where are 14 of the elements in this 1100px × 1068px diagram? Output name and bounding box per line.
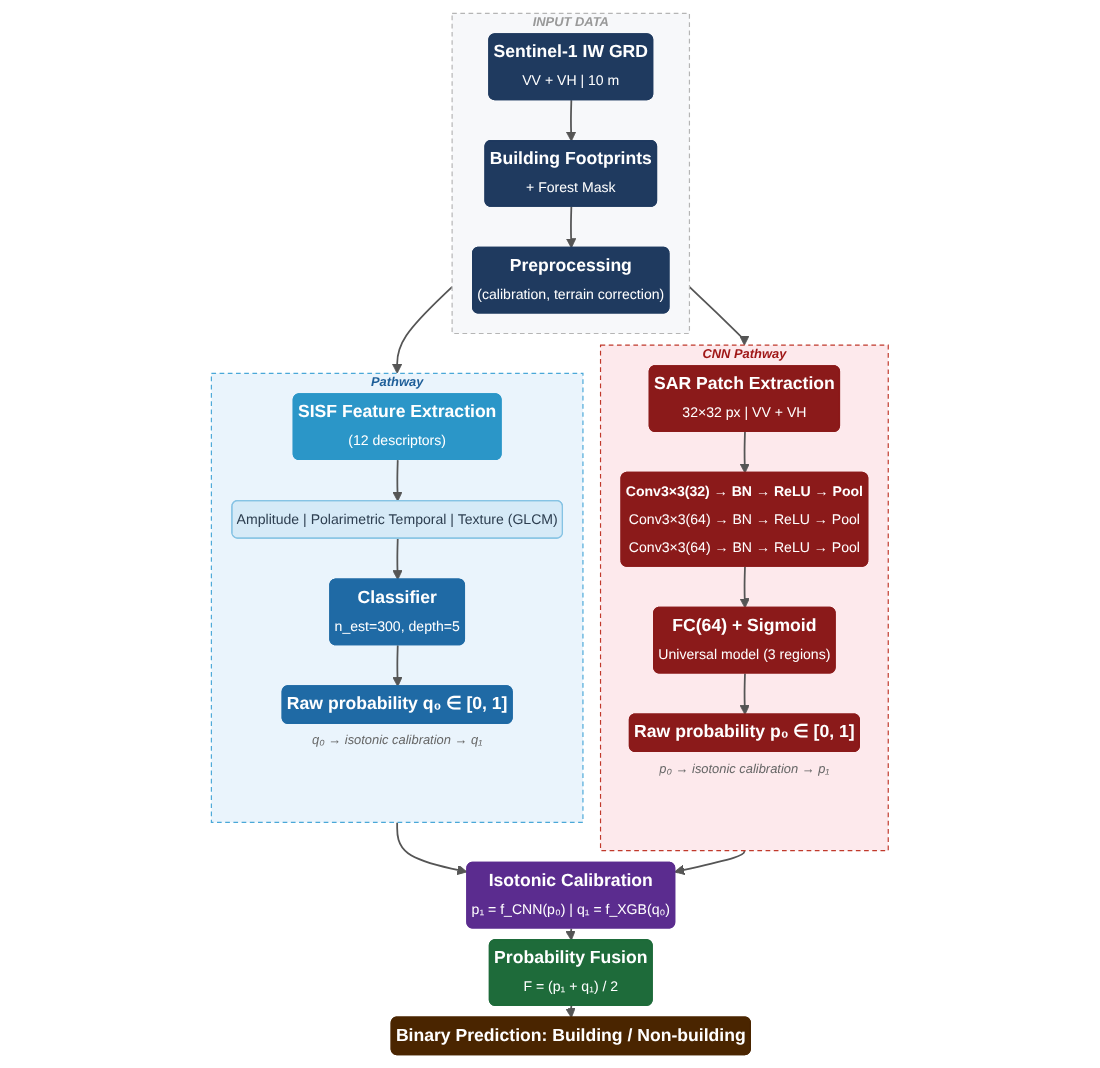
arrow (739, 565, 751, 609)
arrow (739, 431, 751, 474)
arrow (674, 849, 746, 875)
arrow (739, 672, 751, 715)
arrow (392, 537, 403, 581)
arrow (392, 285, 454, 374)
arrow (566, 205, 577, 249)
arrow (566, 99, 577, 142)
arrow (392, 459, 403, 502)
arrow (396, 821, 468, 875)
arrow (392, 644, 403, 687)
arrow (565, 927, 576, 941)
arrow (565, 1005, 576, 1019)
arrow (688, 285, 750, 346)
